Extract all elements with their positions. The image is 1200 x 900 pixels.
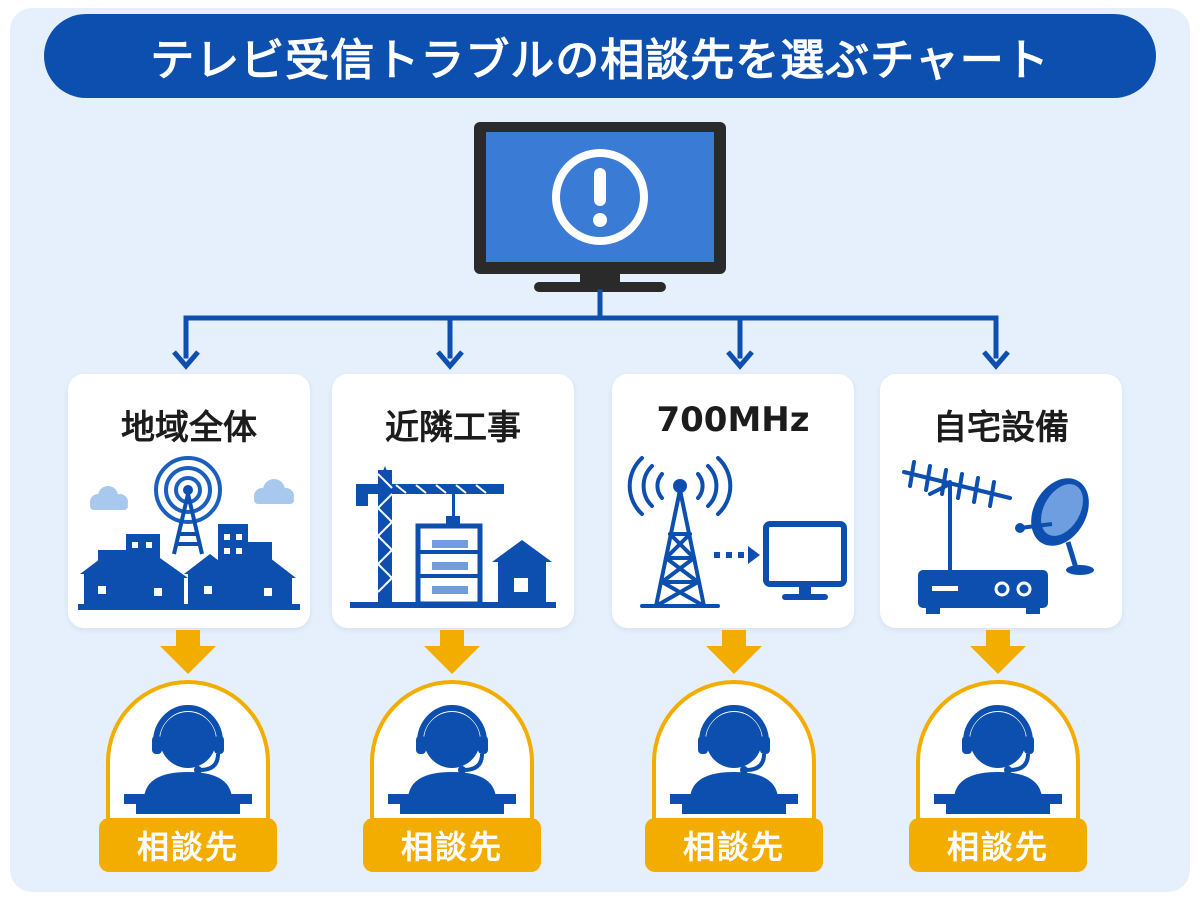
support-operator-icon — [652, 680, 816, 820]
consult-badge: 相談先 — [363, 818, 541, 872]
arrow-down-icon — [424, 630, 480, 674]
consult-label: 相談先 — [946, 828, 1049, 866]
category-label: 自宅設備 — [933, 408, 1069, 448]
support-operator-icon — [106, 680, 270, 820]
tv-warning-icon — [474, 122, 726, 292]
consult-label: 相談先 — [682, 828, 785, 866]
category-card-home-equipment: 自宅設備 — [880, 374, 1122, 628]
arrow-down-icon — [160, 630, 216, 674]
consult-badge: 相談先 — [909, 818, 1087, 872]
consult-label: 相談先 — [136, 828, 239, 866]
support-operator-icon — [916, 680, 1080, 820]
page-title: テレビ受信トラブルの相談先を選ぶチャート — [150, 35, 1050, 86]
consult-label: 相談先 — [400, 828, 503, 866]
construction-crane-icon — [350, 466, 556, 608]
title-banner: テレビ受信トラブルの相談先を選ぶチャート — [44, 14, 1156, 98]
consult-badge: 相談先 — [645, 818, 823, 872]
arrow-down-icon — [706, 630, 762, 674]
category-label: 近隣工事 — [385, 408, 521, 448]
category-card-700mhz: 700MHz — [612, 374, 854, 628]
category-card-region: 地域全体 — [68, 374, 310, 628]
connector-lines — [172, 289, 1010, 370]
city-broadcast-tower-icon — [78, 456, 300, 610]
arrow-down-icon — [970, 630, 1026, 674]
category-label: 地域全体 — [121, 408, 257, 448]
radio-tower-signal-icon — [627, 456, 847, 608]
support-operator-icon — [370, 680, 534, 820]
category-card-construction: 近隣工事 — [332, 374, 574, 628]
consult-badge: 相談先 — [99, 818, 277, 872]
antenna-dish-tuner-icon — [902, 460, 1094, 614]
category-label: 700MHz — [656, 400, 810, 440]
